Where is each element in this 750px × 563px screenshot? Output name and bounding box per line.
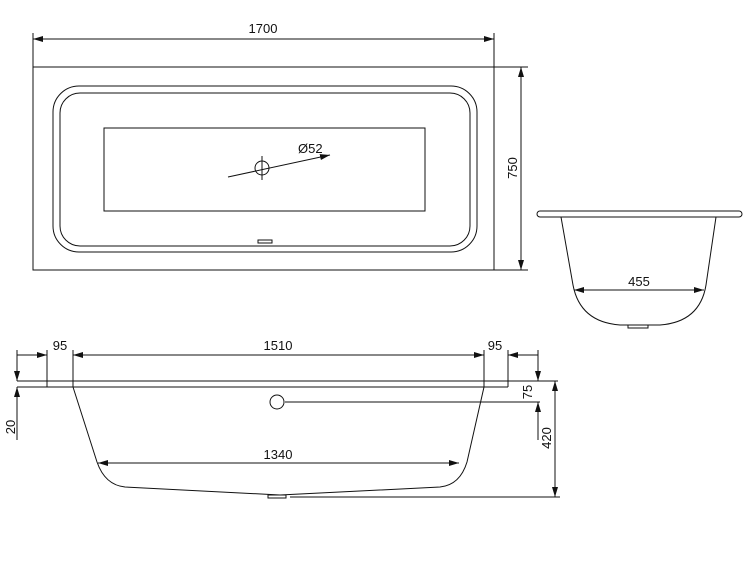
- tub-floor: [103, 127, 426, 212]
- tub-rim-inner: [52, 85, 478, 253]
- overflow-icon: [269, 394, 285, 410]
- total-height-label: 420: [539, 427, 554, 449]
- tub-outline: [32, 66, 495, 271]
- front-view: 95 1510 95 20 75 420 1340: [3, 338, 560, 499]
- rim-left-label: 95: [53, 338, 67, 353]
- top-view: Ø52 1700 750: [32, 21, 528, 271]
- width-label: 750: [505, 157, 520, 179]
- front-body: [72, 386, 485, 496]
- side-rim: [536, 210, 743, 218]
- length-label: 1700: [249, 21, 278, 36]
- overflow-icon: [257, 239, 273, 244]
- tub-basin: [59, 92, 471, 247]
- drain-diameter-label: Ø52: [298, 141, 323, 156]
- side-body: [560, 216, 717, 326]
- side-view: 455: [536, 210, 743, 329]
- overflow-height-label: 75: [520, 385, 535, 399]
- rim-right-label: 95: [488, 338, 502, 353]
- inner-width-label: 455: [628, 274, 650, 289]
- inner-length-label: 1510: [264, 338, 293, 353]
- bottom-length-label: 1340: [264, 447, 293, 462]
- rim-thickness-label: 20: [3, 420, 18, 434]
